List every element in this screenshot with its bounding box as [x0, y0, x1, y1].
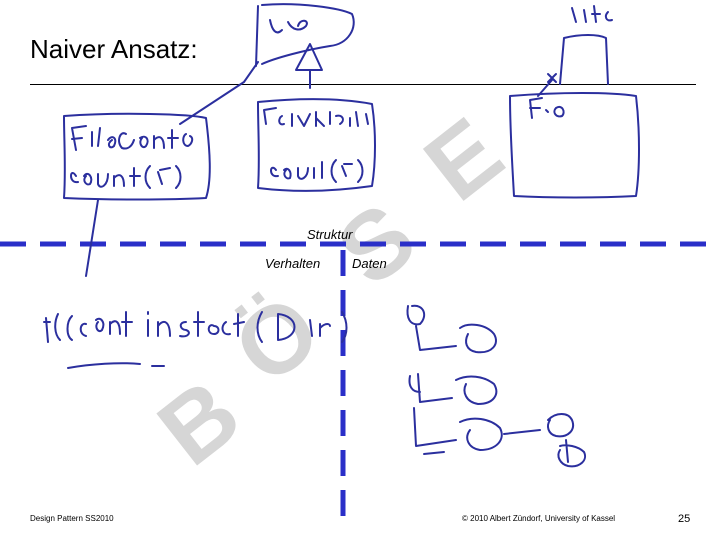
sketch-box-dircontent [257, 98, 376, 192]
sketch-x-mark [547, 73, 557, 83]
sketch-line-to-file [537, 79, 553, 97]
sketch-top-box-text [269, 19, 308, 34]
label-daten: Daten [352, 256, 387, 271]
sketch-inherit-arrow [295, 43, 323, 89]
sketch-obj-node1 [459, 323, 497, 354]
sketch-obj-root [406, 304, 457, 351]
footer-course: Design Pattern SS2010 [30, 514, 114, 523]
sketch-box-file [509, 92, 640, 199]
sketch-box-filecontent [63, 112, 211, 201]
sketch-top-box [255, 3, 355, 67]
sketch-count2-text [270, 159, 364, 183]
sketch-file-head-text [571, 5, 613, 23]
footer-copyright: © 2010 Albert Zündorf, University of Kas… [462, 514, 616, 523]
sketch-file-head [559, 34, 609, 85]
sketch-obj-node4 [547, 413, 586, 468]
sketch-line-to-top [179, 61, 259, 125]
sketch-obj-connector [423, 451, 445, 455]
sketch-count-text [70, 165, 182, 189]
sketch-line-down [85, 199, 99, 277]
sketch-obj-node2 [408, 373, 498, 405]
sketch-obj-node3 [413, 407, 541, 451]
sketch-code-line [43, 311, 348, 343]
page-number: 25 [678, 513, 691, 525]
label-verhalten: Verhalten [265, 256, 321, 271]
label-struktur: Struktur [307, 227, 353, 242]
slide-title: Naiver Ansatz: [30, 34, 198, 64]
title-underline [30, 84, 696, 85]
sketch-code-underline [67, 362, 165, 369]
sketch-dircontent-text [263, 107, 369, 127]
sketch-filecontent-text [71, 125, 194, 151]
sketch-file-text [529, 97, 565, 119]
